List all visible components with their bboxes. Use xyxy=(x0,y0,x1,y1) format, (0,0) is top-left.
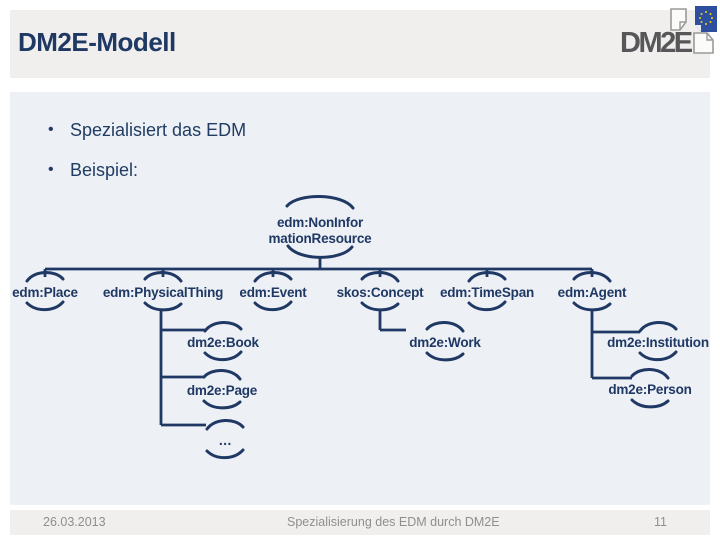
bullet-marker: • xyxy=(48,121,54,138)
footer-caption: Spezialisierung des EDM durch DM2E xyxy=(287,515,500,529)
bullet-text: Beispiel: xyxy=(70,159,139,180)
title-bar: DM2E-Modell xyxy=(10,10,710,78)
footer-bar: 26.03.2013 Spezialisierung des EDM durch… xyxy=(10,510,710,535)
logo-text: DM2E xyxy=(620,27,693,59)
dm2e-logo: DM2E xyxy=(620,6,717,59)
bullet-marker: • xyxy=(48,161,54,178)
logo-eu-page-icon xyxy=(695,6,717,32)
footer-date: 26.03.2013 xyxy=(43,515,106,529)
bullet-item: • Spezialisiert das EDM xyxy=(48,110,246,150)
logo-page-icon xyxy=(670,8,687,31)
bullet-list: • Spezialisiert das EDM • Beispiel: xyxy=(48,110,246,190)
bullet-text: Spezialisiert das EDM xyxy=(70,119,247,140)
page-number: 11 xyxy=(654,515,667,529)
logo-page2-icon xyxy=(693,32,714,54)
slide-title: DM2E-Modell xyxy=(18,27,176,57)
bullet-item: • Beispiel: xyxy=(48,150,246,190)
content-area: • Spezialisiert das EDM • Beispiel: xyxy=(10,92,710,505)
